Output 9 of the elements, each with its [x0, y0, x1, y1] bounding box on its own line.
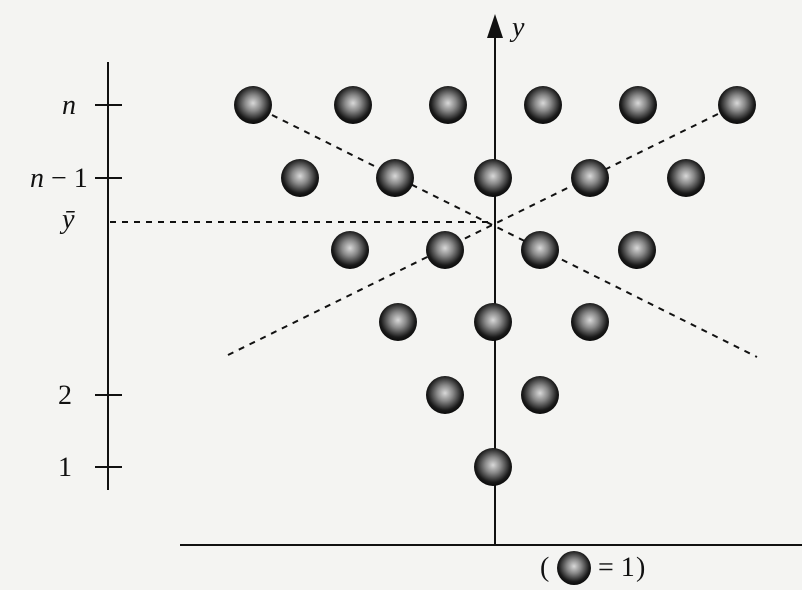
axis-label: n − 1 — [30, 165, 88, 193]
axis-label: ( — [540, 554, 550, 582]
axis-label: ȳ — [62, 206, 74, 234]
axis-label: n — [62, 92, 76, 120]
axis-label: 1 — [58, 454, 72, 482]
axis-label: 2 — [58, 382, 72, 410]
legend-text: = 1 — [598, 554, 635, 582]
axis-label: ) — [636, 554, 646, 582]
axis-label: y — [512, 14, 524, 42]
